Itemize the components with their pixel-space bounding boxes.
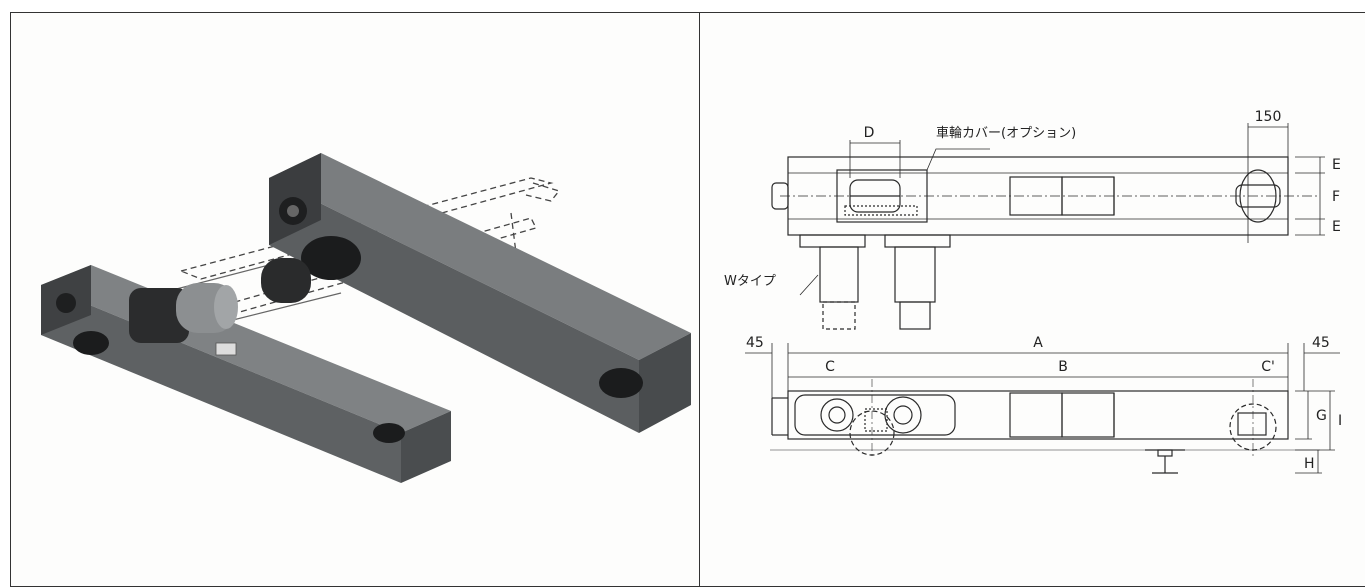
front-wheel-front	[73, 331, 109, 355]
rear-motor	[261, 258, 311, 303]
idle-wheel-top	[1239, 169, 1277, 223]
label-G: G	[1316, 408, 1327, 424]
label-150: 150	[1255, 109, 1282, 125]
w-type-fittings	[799, 234, 951, 330]
label-I: I	[1338, 413, 1342, 429]
label-E-bottom: E	[1332, 219, 1341, 235]
label-45-right: 45	[1312, 335, 1330, 351]
label-45-left: 45	[746, 335, 764, 351]
label-D: D	[864, 125, 875, 141]
label-C-right: C'	[1261, 359, 1275, 375]
dimension-drawing-panel: D 車輪カバー(オプション) 150 E F E Wタイプ 45 A 45 C …	[699, 12, 1365, 587]
front-saddle-beam	[41, 265, 451, 483]
dimension-drawing: D 車輪カバー(オプション) 150 E F E Wタイプ 45 A 45 C …	[724, 109, 1342, 474]
label-A: A	[1033, 335, 1043, 351]
nameplate	[215, 342, 237, 356]
front-wheel-back	[373, 423, 405, 443]
top-view	[771, 123, 1325, 330]
rear-saddle-beam	[261, 153, 691, 433]
label-E-top: E	[1332, 157, 1341, 173]
product-photo-panel	[10, 12, 699, 587]
drive-unit-side	[794, 394, 956, 436]
drive-motor	[129, 288, 189, 343]
rear-wheel-back	[599, 368, 643, 398]
label-B: B	[1058, 359, 1068, 375]
label-wheel-cover: 車輪カバー(オプション)	[936, 125, 1076, 141]
label-C-left: C	[825, 359, 835, 375]
label-F: F	[1332, 189, 1340, 205]
wheel-cover	[836, 169, 928, 223]
side-view-beam	[787, 390, 1289, 440]
side-view	[745, 343, 1340, 474]
label-H: H	[1304, 456, 1315, 472]
label-w-type: Wタイプ	[724, 274, 776, 289]
rail-profile	[1145, 449, 1185, 474]
rear-wheel-front	[301, 236, 361, 280]
saddle-beam-illustration	[41, 153, 691, 483]
